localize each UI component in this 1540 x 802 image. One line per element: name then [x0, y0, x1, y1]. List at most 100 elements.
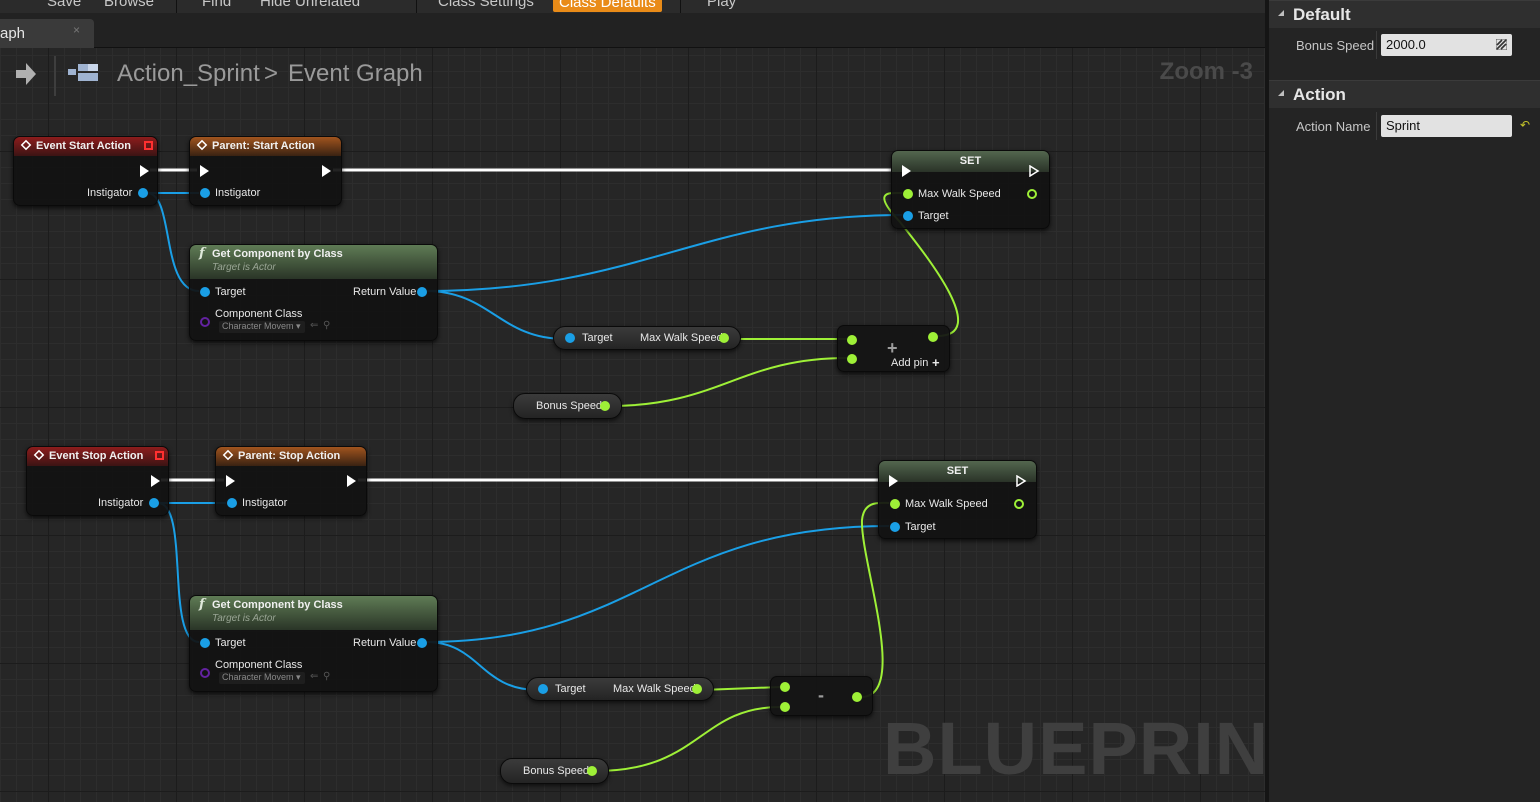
max-walk-speed-in-pin[interactable] [903, 189, 913, 199]
toolbar-class-defaults-button[interactable]: Class Defaults [553, 0, 662, 12]
max-walk-speed-out-pin[interactable] [692, 684, 702, 694]
set-max-walk-speed-node[interactable]: SET Max Walk Speed Target [878, 460, 1037, 539]
exec-out-pin[interactable] [151, 475, 160, 487]
subtract-float-node[interactable]: - [770, 676, 873, 716]
target-in-pin[interactable] [903, 211, 913, 221]
property-label: Action Name [1296, 119, 1371, 134]
search-icon[interactable]: ⚲ [323, 320, 331, 331]
function-diamond-icon [222, 449, 234, 461]
return-value-out-pin[interactable] [417, 287, 427, 297]
get-component-by-class-node[interactable]: f Get Component by Class Target is Actor… [189, 244, 438, 341]
b-in-pin[interactable] [847, 354, 857, 364]
target-in-pin[interactable] [200, 287, 210, 297]
category-action-header[interactable]: Action [1269, 80, 1540, 108]
toolbar-class-settings-button[interactable]: Class Settings [438, 0, 534, 10]
instigator-out-pin[interactable] [138, 188, 148, 198]
node-title: Get Component by Class [212, 599, 343, 611]
bonus-speed-getter-node[interactable]: Bonus Speed [500, 758, 609, 784]
toolbar-save-button[interactable]: Save [47, 0, 82, 10]
exec-out-pin[interactable] [1016, 475, 1027, 487]
max-walk-speed-out-pin[interactable] [719, 333, 729, 343]
result-out-pin[interactable] [852, 692, 862, 702]
target-in-pin[interactable] [538, 684, 548, 694]
property-label: Bonus Speed [1296, 38, 1375, 53]
return-value-out-pin[interactable] [417, 638, 427, 648]
max-walk-speed-in-pin[interactable] [890, 499, 900, 509]
collapse-arrow-icon[interactable] [1278, 90, 1284, 96]
target-in-pin[interactable] [890, 522, 900, 532]
variable-label: Bonus Speed [536, 400, 603, 412]
pin-label: Instigator [98, 497, 144, 509]
property-row-bonus-speed: Bonus Speed 2000.0 [1269, 31, 1540, 59]
toolbar-hide-unrelated-button[interactable]: Hide Unrelated [260, 0, 361, 10]
target-in-pin[interactable] [200, 638, 210, 648]
collapse-arrow-icon[interactable] [1278, 10, 1284, 16]
exec-out-pin[interactable] [347, 475, 356, 487]
breadcrumb-graph[interactable]: Event Graph [288, 60, 423, 87]
add-pin-button[interactable]: Add pin [891, 357, 929, 369]
bonus-speed-getter-node[interactable]: Bonus Speed [513, 393, 622, 419]
toolbar-find-button[interactable]: Find [202, 0, 232, 10]
action-name-input[interactable]: Sprint [1381, 115, 1512, 137]
pin-label: Target [905, 521, 936, 533]
parent-stop-action-node[interactable]: Parent: Stop Action Instigator [215, 446, 367, 516]
search-icon[interactable]: ⚲ [323, 671, 331, 682]
node-title: Parent: Start Action [212, 140, 315, 152]
toolbar-play-button[interactable]: Play [707, 0, 737, 10]
pin-label: Target [582, 332, 613, 344]
exec-out-pin[interactable] [1029, 165, 1040, 177]
toolbar-browse-button[interactable]: Browse [104, 0, 155, 10]
pin-label: Return Value [353, 286, 417, 298]
breadcrumb-blueprint[interactable]: Action_Sprint [117, 60, 260, 87]
exec-out-pin[interactable] [140, 165, 149, 177]
browse-icon[interactable]: ⇐ [310, 320, 319, 331]
reset-icon[interactable]: ↶ [1520, 118, 1531, 132]
dropdown-value: Character Movem [222, 672, 294, 682]
instigator-in-pin[interactable] [227, 498, 237, 508]
tab-strip: aph × [0, 13, 1265, 48]
max-walk-speed-out-pin[interactable] [1014, 499, 1024, 509]
a-in-pin[interactable] [847, 335, 857, 345]
component-class-dropdown[interactable]: Character Movem ▾ [219, 672, 305, 684]
pin-label: Return Value [353, 637, 417, 649]
add-float-node[interactable]: + Add pin + [837, 325, 950, 372]
category-default-header[interactable]: Default [1269, 0, 1540, 28]
get-component-by-class-node[interactable]: f Get Component by Class Target is Actor… [189, 595, 438, 692]
exec-out-pin[interactable] [322, 165, 331, 177]
slider-icon[interactable] [1496, 39, 1507, 50]
property-divider[interactable] [1376, 112, 1377, 140]
target-in-pin[interactable] [565, 333, 575, 343]
event-start-action-node[interactable]: Event Start Action Instigator [13, 136, 158, 206]
get-max-walk-speed-node[interactable]: Target Max Walk Speed [526, 677, 714, 701]
exec-in-pin[interactable] [200, 165, 209, 177]
b-in-pin[interactable] [780, 702, 790, 712]
bonus-speed-out-pin[interactable] [587, 766, 597, 776]
bonus-speed-input[interactable]: 2000.0 [1381, 34, 1512, 56]
set-max-walk-speed-node[interactable]: SET Max Walk Speed Target [891, 150, 1050, 229]
graph-canvas[interactable]: Action_Sprint > Event Graph Zoom -3 BLUE… [0, 48, 1265, 802]
add-pin-icon[interactable]: + [932, 355, 940, 370]
parent-start-action-node[interactable]: Parent: Start Action Instigator [189, 136, 342, 206]
component-class-in-pin[interactable] [200, 668, 210, 678]
node-subtitle: Target is Actor [212, 613, 276, 624]
exec-in-pin[interactable] [889, 475, 898, 487]
tab-event-graph[interactable]: aph × [0, 19, 94, 48]
exec-in-pin[interactable] [902, 165, 911, 177]
category-label: Action [1293, 85, 1346, 104]
close-icon[interactable]: × [73, 23, 81, 37]
get-max-walk-speed-node[interactable]: Target Max Walk Speed [553, 326, 741, 350]
event-stop-action-node[interactable]: Event Stop Action Instigator [26, 446, 169, 516]
a-in-pin[interactable] [780, 682, 790, 692]
property-divider[interactable] [1376, 31, 1377, 59]
bonus-speed-out-pin[interactable] [600, 401, 610, 411]
back-arrow-icon[interactable] [14, 62, 38, 86]
component-class-dropdown[interactable]: Character Movem ▾ [219, 321, 305, 333]
result-out-pin[interactable] [928, 332, 938, 342]
delegate-icon [155, 451, 164, 460]
max-walk-speed-out-pin[interactable] [1027, 189, 1037, 199]
component-class-in-pin[interactable] [200, 317, 210, 327]
exec-in-pin[interactable] [226, 475, 235, 487]
instigator-in-pin[interactable] [200, 188, 210, 198]
instigator-out-pin[interactable] [149, 498, 159, 508]
browse-icon[interactable]: ⇐ [310, 671, 319, 682]
